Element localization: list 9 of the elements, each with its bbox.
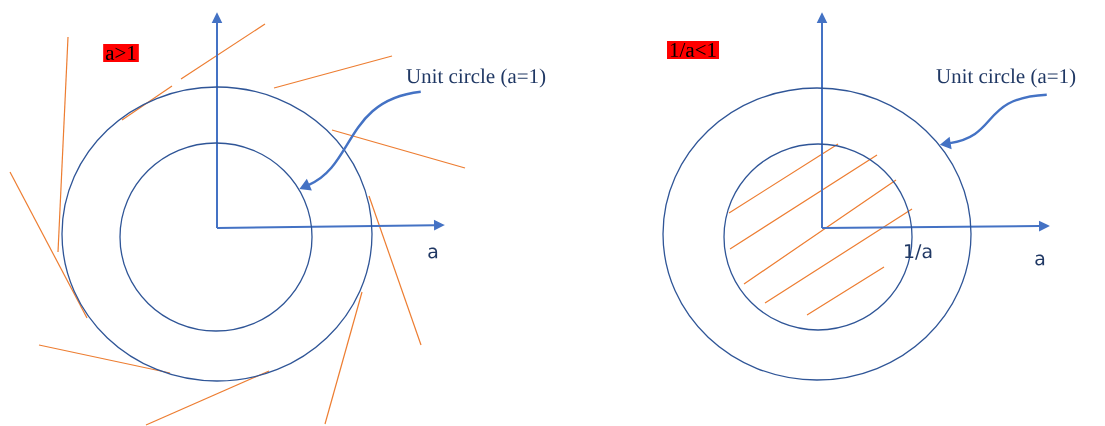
highlighted-label: 1/a<1 <box>667 40 719 60</box>
annotation: Unit circle (a=1) <box>406 68 546 88</box>
circle <box>61 86 373 382</box>
circle <box>662 87 972 381</box>
annotation: Unit circle (a=1) <box>936 68 1076 88</box>
axis-label: a <box>1035 254 1045 266</box>
circle <box>119 142 313 332</box>
axis-label: a <box>428 247 438 259</box>
highlighted-label: a>1 <box>103 43 139 63</box>
